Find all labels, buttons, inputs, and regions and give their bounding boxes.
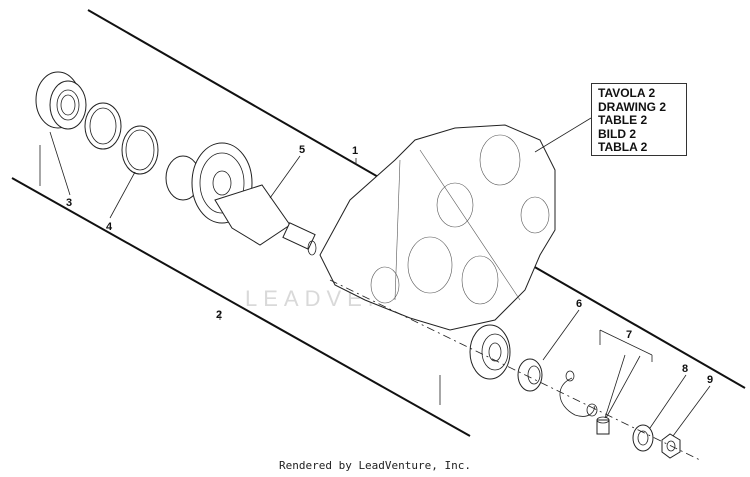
bolt-part: [596, 416, 610, 435]
callout-4: 4: [106, 221, 113, 233]
drawing-label-line: BILD 2: [598, 126, 637, 141]
callout-1: 1: [352, 145, 358, 157]
drawing-label-line: TABLE 2: [598, 113, 648, 127]
washer-part: [632, 424, 654, 452]
seal-ring-part: [84, 102, 122, 150]
callout-9: 9: [707, 374, 713, 386]
crankshaft-gear-assembly: [165, 142, 317, 256]
drawing-label-line: DRAWING 2: [598, 99, 667, 114]
bearing-part: [35, 71, 87, 130]
main-bearing-part: [469, 324, 511, 380]
lower-frame-line: [11, 177, 471, 437]
footer-credit: Rendered by LeadVenture, Inc.: [278, 459, 472, 472]
callout-3: 3: [66, 197, 72, 209]
retaining-clip-part: [559, 370, 598, 417]
callout-6: 6: [576, 298, 582, 310]
assembly-axis-line: [329, 279, 701, 461]
spacer-part: [517, 358, 543, 392]
callout-5: 5: [299, 144, 305, 156]
drawing-label-box: TAVOLA 2 DRAWING 2 TABLE 2 BILD 2 TABLA …: [591, 83, 687, 156]
snap-ring-part: [121, 125, 159, 175]
callout-8: 8: [682, 363, 688, 375]
crankcase-part: [319, 124, 556, 331]
drawing-label-line: TABLA 2: [598, 140, 648, 154]
callout-7: 7: [626, 329, 632, 341]
callout-2: 2: [216, 309, 222, 321]
drawing-label-line: TAVOLA 2: [598, 86, 656, 100]
